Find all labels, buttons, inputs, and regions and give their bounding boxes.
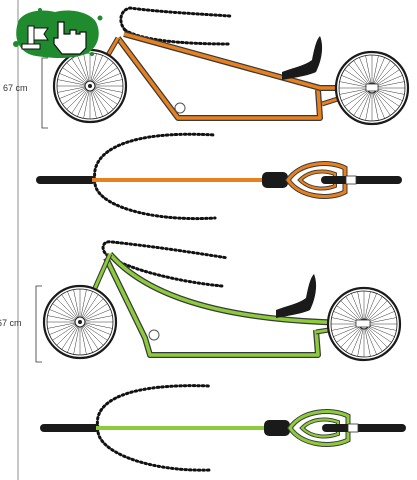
green-top-view (40, 384, 406, 472)
height-dimension-label: 67 cm (0, 318, 22, 328)
orange-side-view: 67 cm (3, 6, 410, 129)
green-side-view: 67 cm (0, 240, 402, 363)
front-wheel (42, 284, 118, 360)
steering-dotted-arc (93, 132, 217, 182)
seat (276, 274, 317, 318)
handlebar-dotted-path (101, 240, 230, 260)
height-bracket (35, 285, 42, 363)
steering-dotted-arc (95, 384, 212, 430)
seat (282, 36, 323, 80)
handlebar-dotted-path (119, 6, 232, 32)
rear-hub-plate (365, 83, 379, 92)
bottom-bracket (174, 102, 186, 114)
front-wheel (52, 48, 128, 124)
steering-dotted-arc-lower (96, 426, 212, 472)
rear-hub-plate (355, 319, 371, 328)
height-dimension-label: 67 cm (3, 83, 28, 93)
hand-pointer-logo-icon (13, 8, 103, 58)
steering-dotted-arc-lower (93, 178, 217, 221)
hub-top (264, 420, 290, 436)
height-bracket (41, 57, 48, 129)
orange-top-view (36, 132, 402, 221)
hub-top (262, 172, 288, 188)
bottom-bracket (148, 329, 160, 341)
